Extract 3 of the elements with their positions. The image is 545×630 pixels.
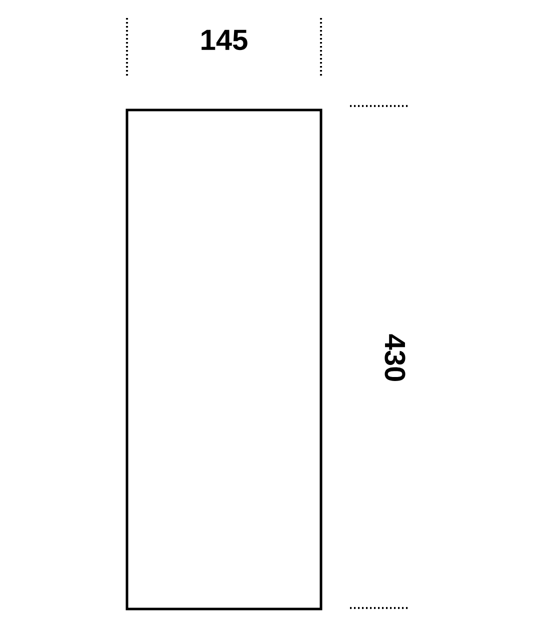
dimension-label: 145 xyxy=(202,30,248,50)
rectangle-outline xyxy=(126,108,322,610)
dimension-label: 430 xyxy=(384,334,406,381)
